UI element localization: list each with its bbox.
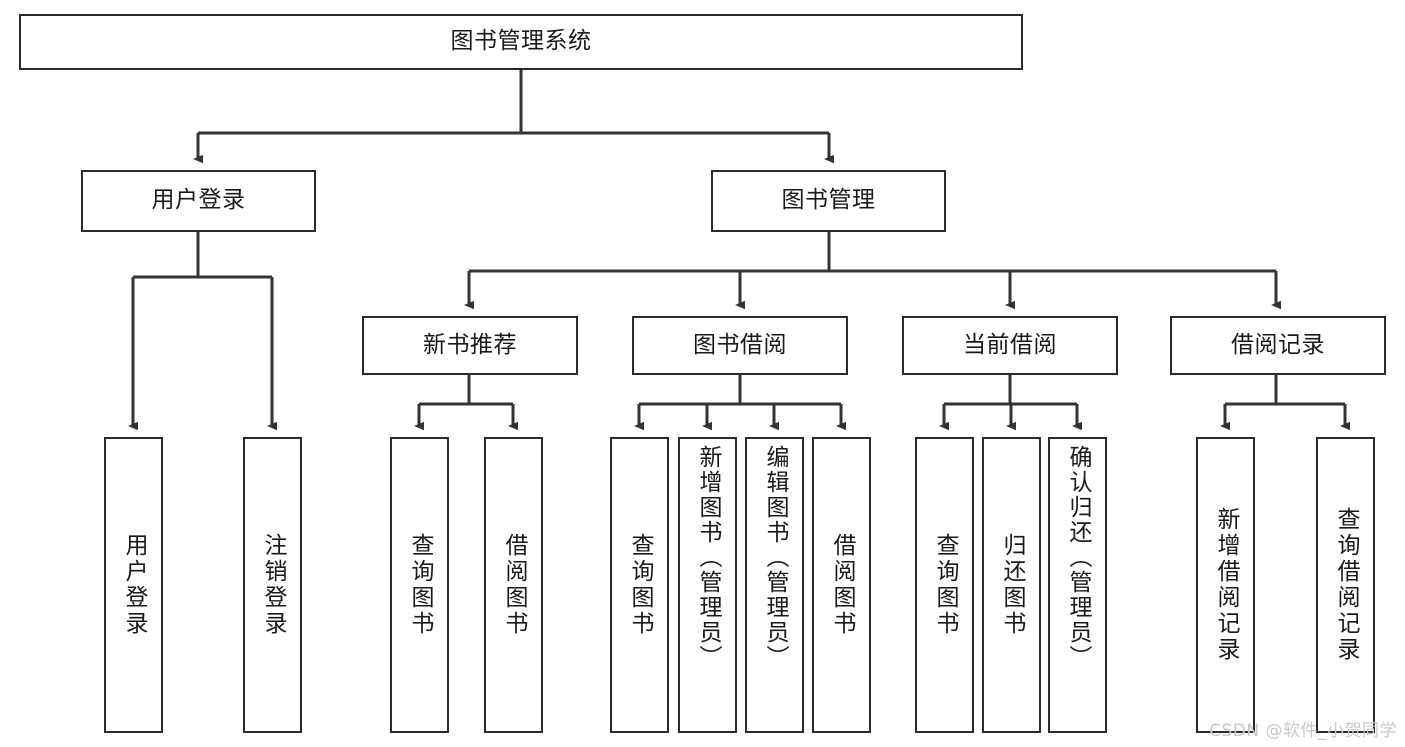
node-leaf-add-book[interactable]: 新增图书（管理员） <box>678 437 737 733</box>
node-label: 编辑图书（管理员） <box>762 445 788 670</box>
node-leaf-query-book-current[interactable]: 查询图书 <box>915 437 974 733</box>
node-label: 用户登录 <box>151 187 246 214</box>
node-label: 查询借阅记录 <box>1333 507 1359 663</box>
node-leaf-user-login[interactable]: 用户登录 <box>104 437 163 733</box>
node-leaf-add-borrow-record[interactable]: 新增借阅记录 <box>1196 437 1255 733</box>
node-label: 借阅图书 <box>829 533 855 637</box>
node-root-system[interactable]: 图书管理系统 <box>19 14 1023 70</box>
node-leaf-user-logout[interactable]: 注销登录 <box>243 437 302 733</box>
node-book-manage[interactable]: 图书管理 <box>711 170 946 232</box>
node-label: 图书管理系统 <box>450 28 592 55</box>
node-book-borrow[interactable]: 图书借阅 <box>632 316 848 375</box>
node-label: 新书推荐 <box>423 331 517 358</box>
node-label: 查询图书 <box>932 533 958 637</box>
node-leaf-confirm-return[interactable]: 确认归还（管理员） <box>1048 437 1107 733</box>
node-leaf-borrow-book-recommend[interactable]: 借阅图书 <box>484 437 543 733</box>
node-label: 查询图书 <box>407 533 433 637</box>
node-new-book-recommend[interactable]: 新书推荐 <box>362 316 578 375</box>
node-leaf-query-borrow-record[interactable]: 查询借阅记录 <box>1316 437 1375 733</box>
node-leaf-return-book[interactable]: 归还图书 <box>982 437 1041 733</box>
node-leaf-edit-book[interactable]: 编辑图书（管理员） <box>745 437 804 733</box>
node-user-login[interactable]: 用户登录 <box>81 170 316 232</box>
node-label: 确认归还（管理员） <box>1065 445 1091 670</box>
node-label: 用户登录 <box>121 533 147 637</box>
node-leaf-query-book-recommend[interactable]: 查询图书 <box>390 437 449 733</box>
node-label: 查询图书 <box>627 533 653 637</box>
watermark-text: CSDN @软件_小贺同学 <box>1209 721 1397 741</box>
node-label: 新增借阅记录 <box>1213 507 1239 663</box>
node-label: 归还图书 <box>999 533 1025 637</box>
node-label: 图书管理 <box>781 187 876 214</box>
node-label: 新增图书（管理员） <box>695 445 721 670</box>
node-borrow-record[interactable]: 借阅记录 <box>1170 316 1386 375</box>
node-label: 注销登录 <box>260 533 286 637</box>
node-label: 借阅记录 <box>1231 331 1325 358</box>
node-label: 图书借阅 <box>693 331 787 358</box>
node-leaf-query-book-borrow[interactable]: 查询图书 <box>610 437 669 733</box>
node-current-borrow[interactable]: 当前借阅 <box>902 316 1118 375</box>
node-label: 借阅图书 <box>501 533 527 637</box>
node-label: 当前借阅 <box>963 331 1057 358</box>
node-leaf-borrow-book[interactable]: 借阅图书 <box>812 437 871 733</box>
